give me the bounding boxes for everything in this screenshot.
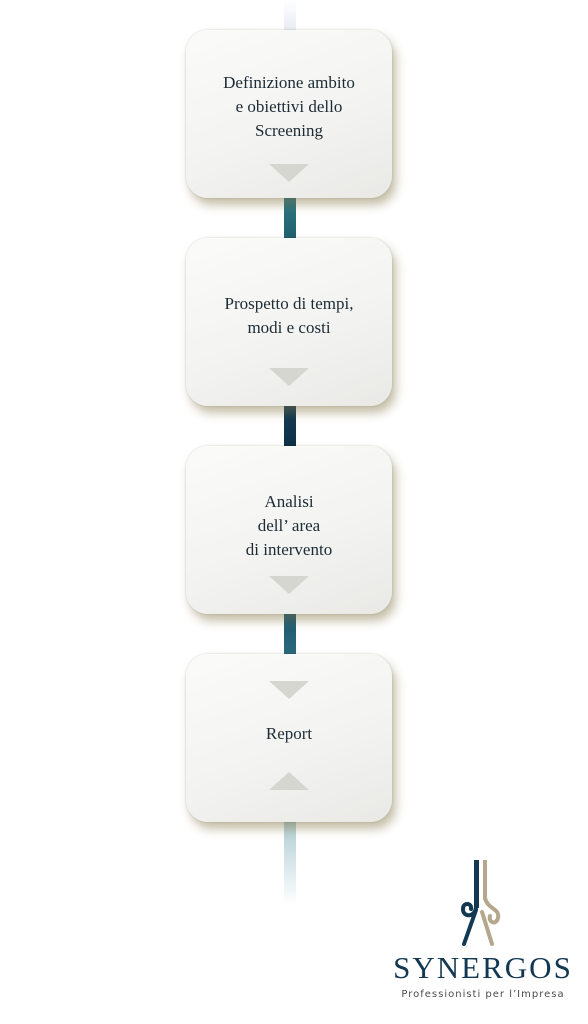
step-label: Definizione ambito e obiettivi dello Scr…	[223, 73, 355, 140]
step-label: Prospetto di tempi, modi e costi	[224, 294, 354, 337]
triangle-down-icon	[269, 368, 309, 386]
triangle-down-icon	[269, 681, 309, 699]
brand-tagline: Professionisti per l’Impresa	[401, 989, 565, 1000]
step-box-definizione: Definizione ambito e obiettivi dello Scr…	[186, 30, 392, 198]
connector-line-1	[284, 195, 296, 240]
connector-line-2	[284, 400, 296, 448]
step-label: Analisi dell’ area di intervento	[245, 492, 333, 559]
step-label: Report	[265, 724, 313, 743]
step-box-analisi: Analisi dell’ area di intervento	[186, 446, 392, 614]
step-box-report: Report	[186, 654, 392, 822]
synergos-logo: SYNERGOS Professionisti per l’Impresa	[388, 860, 578, 1010]
synergos-monogram-icon	[461, 860, 501, 946]
brand-name: SYNERGOS	[393, 950, 573, 985]
connector-line-bottom	[284, 815, 296, 905]
triangle-down-icon	[269, 164, 309, 182]
triangle-down-icon	[269, 576, 309, 594]
connector-line-3	[284, 610, 296, 658]
step-box-prospetto: Prospetto di tempi, modi e costi	[186, 238, 392, 406]
triangle-up-icon	[269, 772, 309, 790]
